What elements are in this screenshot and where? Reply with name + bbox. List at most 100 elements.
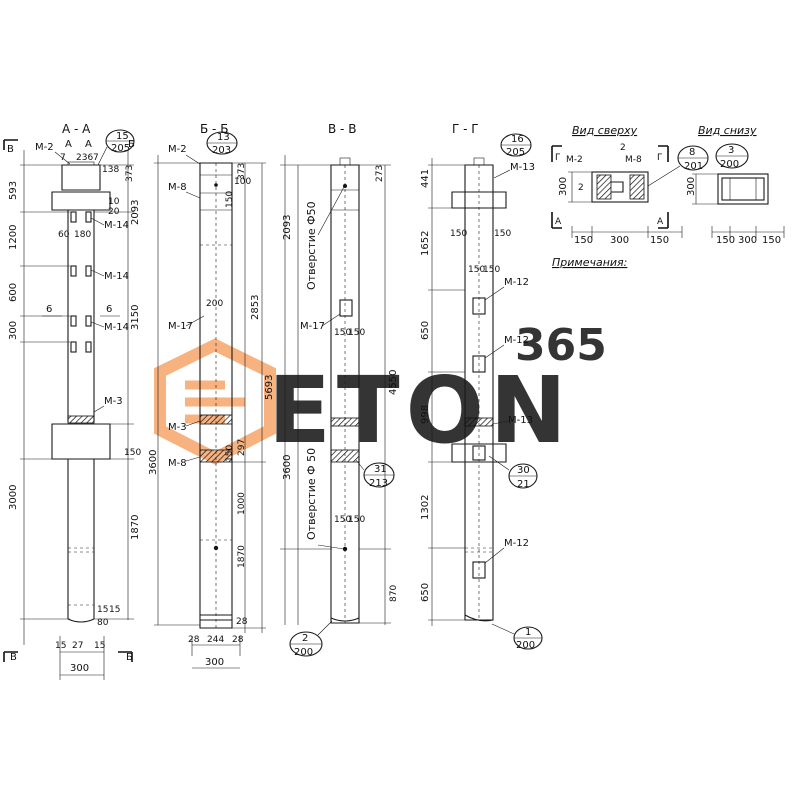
dim: 3600 — [282, 455, 293, 480]
section-title-vv: В - В — [328, 122, 356, 136]
mark-label: М-8 — [168, 458, 187, 469]
mark-label: М-2 — [168, 144, 187, 155]
view-letter: Г — [555, 153, 561, 163]
section-letter-a: А — [65, 139, 72, 150]
watermark-logo-icon — [154, 338, 276, 465]
hole-label: Отверстие Ф 50 — [305, 448, 318, 540]
section-letter-v: В — [10, 652, 17, 663]
bubble-top: 3 — [728, 145, 734, 156]
dim: 150 — [650, 235, 669, 246]
dim: 1000 — [237, 492, 247, 515]
dim: 150 — [762, 235, 781, 246]
mark-label: М-12 — [504, 335, 529, 346]
dim: 150 — [225, 191, 235, 208]
dim: 28 — [232, 635, 244, 645]
dim: 5693 — [264, 375, 275, 400]
dim: 100 — [234, 177, 251, 187]
mark-label: М-17 — [168, 321, 193, 332]
bubble-bottom: 201 — [684, 161, 703, 172]
mark-label: М-14 — [104, 271, 129, 282]
bubble-top: 13 — [217, 132, 230, 143]
dim: 1302 — [420, 495, 431, 520]
column-g-drawing: М-13 М-12 М-12 М-13 М-12 16 205 30 21 1 … — [420, 133, 543, 651]
dim-small: 373 — [125, 165, 135, 182]
view-bottom-title: Вид снизу — [698, 124, 757, 137]
dim: 297 — [237, 439, 247, 456]
dim-bottom: 300 — [70, 663, 89, 674]
mark-label: М-14 — [104, 322, 129, 333]
section-letter-b: Б — [126, 652, 133, 663]
section-letter-v: В — [7, 144, 14, 155]
mark-label: М-13 — [510, 162, 535, 173]
dim: 300 — [205, 657, 224, 668]
section-letter-a: А — [85, 139, 92, 150]
dim: 150 — [574, 235, 593, 246]
dim: 300 — [610, 235, 629, 246]
mark-label: М-12 — [504, 277, 529, 288]
dim: 150 — [225, 445, 235, 462]
column-b-drawing: М-2 М-8 М-17 М-3 М-8 200 13 203 100 373 … — [148, 131, 275, 669]
section-title-gg: Г - Г — [452, 122, 479, 136]
view-bottom: Вид снизу 3 200 300 150 300 150 — [686, 124, 785, 246]
dim-left: 1200 — [8, 225, 19, 250]
section-letter-b: Б — [128, 139, 135, 150]
mark-label: М-2 — [35, 142, 54, 153]
dim: 150 — [334, 328, 351, 338]
dim: 150 — [494, 229, 511, 239]
dim: 150 — [450, 229, 467, 239]
dim-left: 600 — [8, 283, 19, 302]
bubble-bottom: 200 — [720, 159, 739, 170]
dim: 150 — [468, 265, 485, 275]
view-letter: Г — [657, 153, 663, 163]
dim-right: 3150 — [130, 305, 141, 330]
mark-label: М-2 — [566, 155, 583, 165]
mark-label: М-13 — [508, 415, 533, 426]
bubble-top: 8 — [689, 147, 695, 158]
notes-title: Примечания: — [552, 256, 627, 269]
dim: 150 — [348, 328, 365, 338]
hole-label: Отверстие Ф50 — [305, 201, 318, 290]
dim-right: 2093 — [130, 200, 141, 225]
view-letter: А — [657, 217, 664, 227]
section-title-aa: А - А — [62, 122, 91, 136]
bubble-bottom: 205 — [506, 147, 525, 158]
bubble-bottom: 200 — [294, 647, 313, 658]
dim-small: 7 — [93, 153, 99, 163]
mark-label: М-14 — [104, 220, 129, 231]
dim-left: 3000 — [8, 485, 19, 510]
watermark-digits: 365 — [515, 320, 607, 371]
dim: 28 — [188, 635, 200, 645]
dim-small: 180 — [74, 230, 91, 240]
section-letter-6: 6 — [46, 304, 52, 315]
view-top: Вид сверху Г Г М-2 М-8 2 300 2 А А 150 3… — [551, 124, 709, 246]
bubble-bottom: 200 — [516, 640, 535, 651]
dim-small: 7 — [60, 153, 66, 163]
dim: 3600 — [148, 450, 159, 475]
mark-label: М-3 — [168, 422, 187, 433]
dim-right: 1870 — [130, 515, 141, 540]
view-top-title: Вид сверху — [572, 124, 638, 137]
bubble-bottom: 213 — [369, 478, 388, 489]
dim: 441 — [420, 169, 431, 188]
dim-small: 20 — [108, 207, 120, 217]
mark-label: М-17 — [300, 321, 325, 332]
note-value: 200 — [206, 299, 223, 309]
dim: 650 — [420, 321, 431, 340]
bubble-top: 2 — [302, 633, 308, 644]
dim: 150 — [716, 235, 735, 246]
dim-small: 60 — [58, 230, 70, 240]
dim: 150 — [334, 515, 351, 525]
dim: 998 — [420, 405, 431, 424]
dim: 244 — [207, 635, 224, 645]
mark-label: М-12 — [504, 538, 529, 549]
mark-label: М-8 — [625, 155, 642, 165]
dim-small: 80 — [97, 618, 109, 628]
watermark: 365 ETON — [154, 320, 607, 465]
dim: 870 — [389, 585, 399, 602]
bubble-top: 30 — [517, 465, 530, 476]
dim-bottom: 15 — [94, 641, 105, 651]
dim: 28 — [236, 617, 248, 627]
dim: 300 — [738, 235, 757, 246]
dim-small: 15 — [109, 605, 120, 615]
